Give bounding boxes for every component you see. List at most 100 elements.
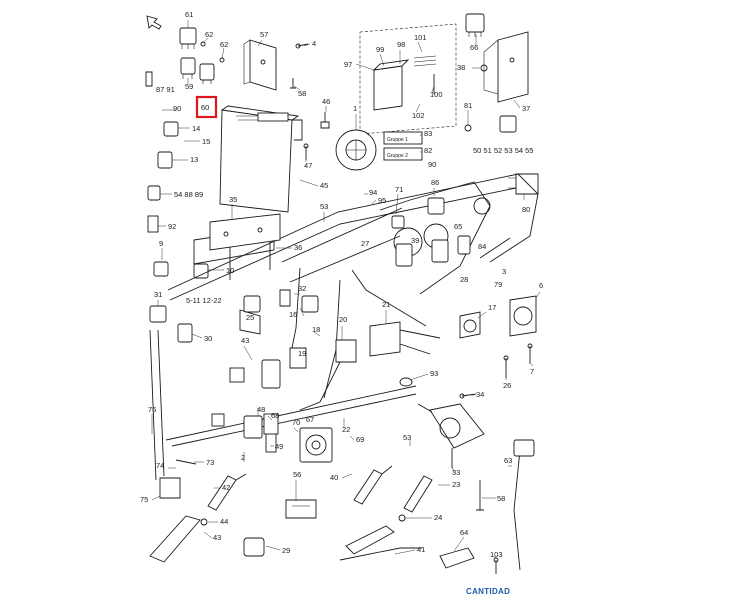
svg-text:59: 59 xyxy=(185,82,193,91)
svg-text:Gruppe 2: Gruppe 2 xyxy=(387,153,408,159)
relay-12[interactable] xyxy=(243,295,261,313)
cantidad-link[interactable]: CANTIDAD xyxy=(466,587,511,596)
relay-10[interactable] xyxy=(193,263,209,279)
svg-text:87 91: 87 91 xyxy=(156,85,175,94)
highlighted-callout-box[interactable] xyxy=(195,95,218,119)
svg-text:86: 86 xyxy=(431,178,439,187)
svg-text:43: 43 xyxy=(213,533,221,542)
screw-4 xyxy=(295,43,309,49)
sensor-23[interactable] xyxy=(403,475,433,513)
relay-9[interactable] xyxy=(153,261,169,277)
relay-71[interactable] xyxy=(391,215,405,229)
relay-85[interactable] xyxy=(499,115,517,133)
svg-text:7: 7 xyxy=(530,367,534,376)
svg-text:93: 93 xyxy=(430,369,438,378)
svg-text:68: 68 xyxy=(271,411,279,420)
relay-30[interactable] xyxy=(177,323,193,343)
svg-text:82: 82 xyxy=(424,146,432,155)
module-group-97[interactable] xyxy=(359,23,457,135)
screw-103 xyxy=(493,557,499,574)
svg-text:10: 10 xyxy=(226,266,234,275)
relay-13[interactable] xyxy=(157,151,173,169)
svg-text:83: 83 xyxy=(424,129,432,138)
svg-text:71: 71 xyxy=(395,185,403,194)
svg-text:90: 90 xyxy=(173,104,181,113)
ignition-switch-33[interactable] xyxy=(417,403,485,468)
svg-text:48: 48 xyxy=(257,405,265,414)
svg-text:13: 13 xyxy=(190,155,198,164)
switch-17[interactable] xyxy=(459,311,481,339)
svg-text:92: 92 xyxy=(168,222,176,231)
svg-text:16: 16 xyxy=(289,310,297,319)
bracket-66[interactable] xyxy=(285,499,317,519)
svg-text:99: 99 xyxy=(376,45,384,54)
switch-48[interactable] xyxy=(211,413,263,439)
svg-text:100: 100 xyxy=(430,90,443,99)
relay-86[interactable] xyxy=(427,197,445,215)
svg-text:53: 53 xyxy=(403,433,411,442)
cable-63[interactable] xyxy=(513,439,535,571)
switch-6[interactable] xyxy=(509,295,537,337)
switch-20[interactable] xyxy=(299,339,357,411)
svg-text:46: 46 xyxy=(322,97,330,106)
svg-text:69: 69 xyxy=(356,435,364,444)
connector-68[interactable] xyxy=(263,413,279,435)
switch-19[interactable] xyxy=(289,347,307,369)
svg-text:9: 9 xyxy=(159,239,163,248)
sensor-40[interactable] xyxy=(353,465,393,505)
svg-text:54 88 89: 54 88 89 xyxy=(174,190,203,199)
ignition-lock-1[interactable] xyxy=(335,129,377,171)
callout-labels: 61 62 62 59 60 57 4 58 46 47 45 99 98 10… xyxy=(140,10,543,559)
svg-text:3: 3 xyxy=(502,267,506,276)
strip-41[interactable] xyxy=(339,547,422,561)
svg-text:63: 63 xyxy=(504,456,512,465)
svg-text:98: 98 xyxy=(397,40,405,49)
leader-lines xyxy=(151,20,541,559)
svg-text:31: 31 xyxy=(154,290,162,299)
screw-7 xyxy=(527,343,533,364)
bracket-56[interactable] xyxy=(345,525,395,555)
svg-text:37: 37 xyxy=(522,104,530,113)
module-64[interactable] xyxy=(439,547,475,569)
relay-66[interactable] xyxy=(465,13,485,37)
relay-31[interactable] xyxy=(149,305,167,323)
switch-43[interactable] xyxy=(229,359,281,389)
relay-54[interactable] xyxy=(147,185,161,201)
bracket-35[interactable] xyxy=(209,213,281,251)
svg-text:95: 95 xyxy=(378,196,386,205)
fuse-92[interactable] xyxy=(147,215,159,233)
control-module-45[interactable] xyxy=(219,105,303,213)
bracket-58-lower xyxy=(476,480,484,511)
relay-61[interactable] xyxy=(179,27,197,49)
horn-32[interactable] xyxy=(279,289,291,307)
sensor-42[interactable] xyxy=(207,473,247,511)
svg-text:101: 101 xyxy=(414,33,427,42)
relay-59-pair[interactable] xyxy=(180,57,215,84)
bracket-37[interactable] xyxy=(483,31,529,103)
svg-text:103: 103 xyxy=(490,550,503,559)
svg-text:49: 49 xyxy=(275,442,283,451)
svg-text:23: 23 xyxy=(452,480,460,489)
svg-text:6: 6 xyxy=(539,281,543,290)
relay-14[interactable] xyxy=(163,121,179,137)
svg-text:61: 61 xyxy=(185,10,193,19)
svg-text:17: 17 xyxy=(488,303,496,312)
svg-text:21: 21 xyxy=(382,300,390,309)
bracket-57[interactable] xyxy=(243,39,277,91)
combination-switch-21[interactable] xyxy=(369,321,441,357)
nut-38 xyxy=(480,64,488,72)
svg-text:75: 75 xyxy=(140,495,148,504)
plate-43-lower[interactable] xyxy=(149,515,201,563)
speaker-67[interactable] xyxy=(299,427,333,463)
relay-block-80[interactable] xyxy=(508,173,539,195)
svg-text:74: 74 xyxy=(156,461,164,470)
svg-text:32: 32 xyxy=(298,284,306,293)
bracket-75[interactable] xyxy=(159,477,181,499)
svg-text:5-11 12-22: 5-11 12-22 xyxy=(186,296,222,305)
svg-text:26: 26 xyxy=(503,381,511,390)
relay-29[interactable] xyxy=(243,537,265,557)
switch-group-center[interactable] xyxy=(395,235,471,267)
svg-text:53: 53 xyxy=(320,202,328,211)
screw-26 xyxy=(503,355,509,378)
relay-16[interactable] xyxy=(301,295,319,313)
